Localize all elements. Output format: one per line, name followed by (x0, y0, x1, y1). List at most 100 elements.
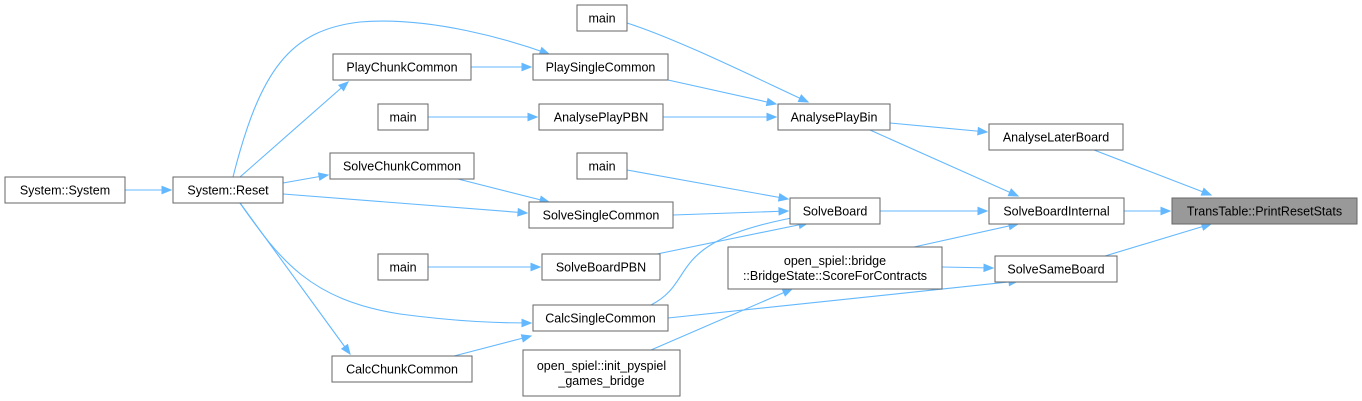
arrowhead (527, 112, 539, 122)
node-label: CalcChunkCommon (346, 363, 458, 377)
node-box (789, 197, 881, 225)
edge-reset-to-ccc (239, 202, 351, 356)
arrowhead (1160, 206, 1172, 216)
node-label: AnalyseLaterBoard (1003, 131, 1109, 145)
node-sbpbn[interactable]: SolveBoardPBN (541, 253, 661, 281)
node-alb[interactable]: AnalyseLaterBoard (988, 123, 1124, 151)
node-main4[interactable]: main (377, 253, 429, 281)
node-box (538, 103, 664, 131)
node-main3[interactable]: main (576, 152, 628, 180)
node-box (532, 53, 669, 81)
arrowhead (521, 62, 533, 72)
edge-line (1093, 149, 1212, 196)
edge-alb-to-trans (1093, 149, 1213, 196)
edge-main3-to-sb (626, 169, 790, 202)
node-apbn[interactable]: AnalysePlayPBN (538, 103, 664, 131)
edge-sys-to-reset (125, 185, 173, 195)
arrowhead (766, 112, 778, 122)
node-ipgb[interactable]: open_spiel::init_pyspiel_games_bridge (522, 349, 681, 397)
edge-reset-to-ssc (282, 193, 529, 217)
edge-line (913, 223, 1019, 248)
node-box (532, 304, 669, 332)
node-label: System::System (20, 184, 110, 198)
node-scc[interactable]: SolveChunkCommon (329, 152, 475, 180)
node-label: System::Reset (187, 184, 269, 198)
node-label: PlayChunkCommon (346, 61, 457, 75)
edge-line (1104, 223, 1212, 257)
node-box (994, 255, 1118, 283)
node-sb[interactable]: SolveBoard (789, 197, 881, 225)
node-label: main (389, 111, 416, 125)
edge-line (453, 335, 532, 357)
edge-line (650, 288, 793, 351)
nodes-layer: TransTable::PrintResetStats AnalyseLaterB… (4, 4, 1358, 397)
edge-line (667, 79, 777, 105)
node-label: main (588, 160, 615, 174)
node-box (4, 176, 126, 204)
edge-line (889, 122, 988, 133)
node-pcc[interactable]: PlayChunkCommon (332, 53, 472, 81)
edge-line (239, 202, 351, 355)
node-apb[interactable]: AnalysePlayBin (777, 103, 891, 131)
node-csc[interactable]: CalcSingleCommon (532, 304, 669, 332)
edge-ssb-to-trans (1104, 222, 1213, 257)
node-sfc[interactable]: open_spiel::bridge::BridgeState::ScoreFo… (727, 246, 943, 290)
edge-ipgb-to-sfc (650, 288, 794, 351)
edge-main1-to-apb (626, 22, 810, 103)
node-label: main (588, 12, 615, 26)
edge-sbi-to-trans (1124, 206, 1172, 216)
node-sbi[interactable]: SolveBoardInternal (988, 197, 1125, 225)
node-ssc[interactable]: SolveSingleCommon (528, 201, 674, 229)
node-label: open_spiel::init_pyspiel (537, 359, 666, 373)
node-psc[interactable]: PlaySingleCommon (532, 53, 669, 81)
edge-reset-to-scc (282, 172, 330, 184)
node-box (727, 246, 943, 290)
arrowhead (797, 94, 810, 103)
edge-ccc-to-csc (453, 334, 533, 357)
node-label: SolveBoardInternal (1003, 205, 1109, 219)
node-box (777, 103, 891, 131)
node-label: AnalysePlayBin (791, 111, 878, 125)
node-sys[interactable]: System::System (4, 176, 126, 204)
node-ssb[interactable]: SolveSameBoard (994, 255, 1118, 283)
node-label: ::BridgeState::ScoreForContracts (743, 269, 927, 283)
node-box (331, 355, 473, 383)
node-main1[interactable]: main (576, 4, 628, 32)
arrowhead (520, 334, 533, 343)
arrowhead (340, 343, 351, 356)
node-box (576, 152, 628, 180)
edge-ssc-to-sb (672, 206, 790, 216)
node-ccc[interactable]: CalcChunkCommon (331, 355, 473, 383)
edge-reset-to-csc (239, 202, 533, 328)
arrowhead (1200, 187, 1213, 196)
node-box (988, 197, 1125, 225)
node-label: open_spiel::bridge (784, 254, 886, 268)
edge-line (239, 81, 349, 178)
node-label: TransTable::PrintResetStats (1187, 205, 1342, 219)
arrowhead (317, 172, 330, 181)
node-trans[interactable]: TransTable::PrintResetStats (1171, 197, 1358, 225)
node-box (332, 53, 472, 81)
node-label: _games_bridge (557, 374, 644, 388)
node-label: SolveBoard (803, 205, 868, 219)
edge-line (672, 210, 789, 216)
edge-scc-to-ssc (457, 178, 551, 204)
edge-line (626, 22, 809, 103)
arrowhead (538, 46, 551, 55)
arrowhead (977, 206, 989, 216)
node-box (541, 253, 661, 281)
arrowhead (1007, 188, 1020, 197)
node-label: SolveSameBoard (1007, 263, 1104, 277)
arrowhead (977, 126, 989, 136)
node-label: AnalysePlayPBN (554, 111, 649, 125)
node-box (522, 349, 681, 397)
node-reset[interactable]: System::Reset (172, 176, 284, 204)
node-box (377, 103, 429, 131)
node-main2[interactable]: main (377, 103, 429, 131)
node-label: SolveBoardPBN (556, 261, 646, 275)
edge-main4-to-sbpbn (428, 262, 542, 272)
arrowhead (338, 81, 350, 92)
edge-line (232, 20, 550, 178)
arrowhead (983, 263, 995, 273)
